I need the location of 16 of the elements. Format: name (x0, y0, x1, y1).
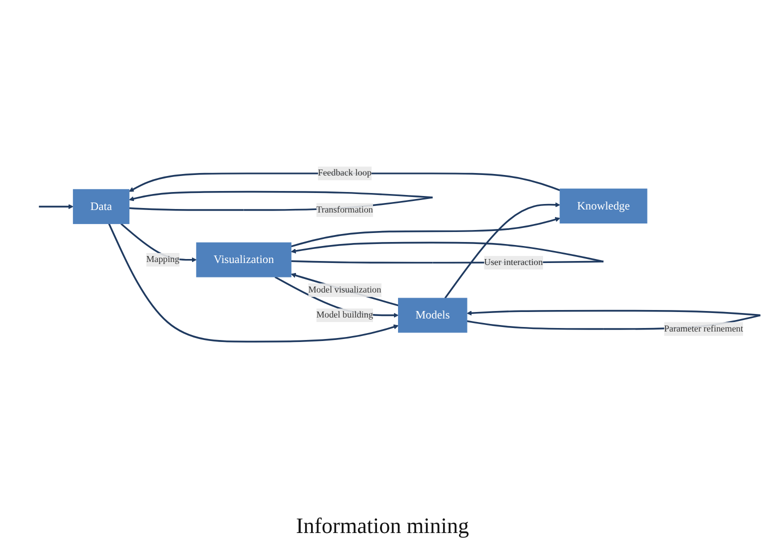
edge-label: Mapping (146, 255, 180, 265)
edge-label: User interaction (484, 258, 543, 268)
node-box: Data (72, 190, 130, 224)
arrow (444, 202, 560, 300)
edge-label: Model visualization (308, 285, 382, 296)
edge-label: Model building (316, 310, 374, 320)
node-box: Models (398, 298, 468, 334)
diagram-label: Information mining (296, 513, 469, 539)
edge-label: Feedback loop (318, 168, 372, 178)
node-box: Visualization (196, 242, 292, 278)
arrow (108, 224, 399, 343)
edge-label: Parameter refinement (664, 324, 744, 334)
edge-label: Transformation (316, 205, 374, 216)
node-box: Knowledge (560, 189, 648, 224)
arrow (38, 204, 74, 210)
arrow (290, 217, 560, 248)
